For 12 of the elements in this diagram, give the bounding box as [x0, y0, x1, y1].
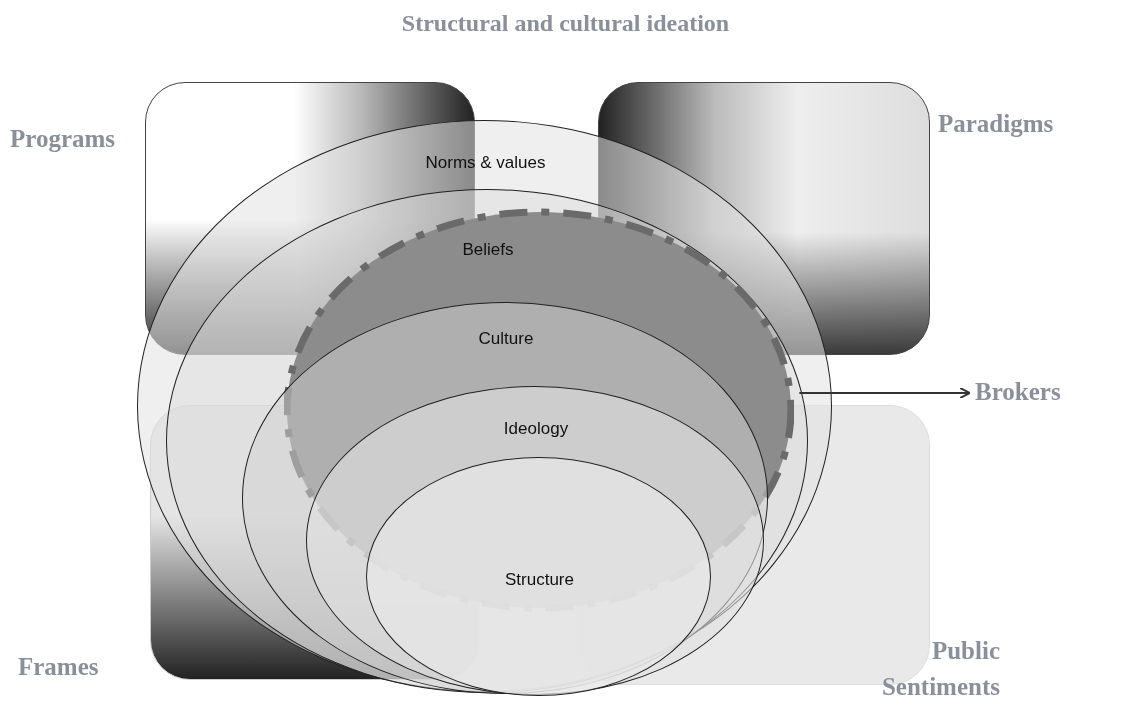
- corner-heading: Paradigms: [938, 110, 1054, 138]
- title: Structural and cultural ideation: [401, 10, 730, 37]
- layer-label: Structure: [505, 570, 574, 590]
- layer-label: Beliefs: [462, 240, 514, 260]
- corner-heading: Frames: [18, 653, 99, 681]
- layer-label: Culture: [478, 329, 534, 349]
- layer-label: Ideology: [503, 419, 569, 439]
- corner-heading: Programs: [10, 125, 116, 153]
- arrow: [798, 387, 971, 399]
- layer-label: Norms & values: [425, 153, 546, 173]
- corner-heading: Public Sentiments: [840, 633, 1000, 706]
- side-heading: Brokers: [975, 378, 1061, 406]
